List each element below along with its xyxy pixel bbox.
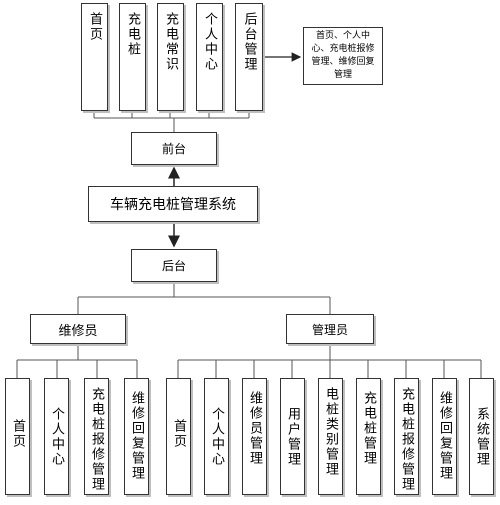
frontend-module-charging-tips: 充电常识: [157, 3, 184, 111]
repair-role-node: 维修员: [30, 314, 126, 344]
admin-module-pile-category-mgmt: 电桩类别管理: [318, 378, 343, 495]
module-label: 首页: [10, 419, 25, 449]
frontend-note: 首页、个人中心、充电桩报修管理、维修回复管理: [303, 27, 383, 85]
module-label: 充电桩管理: [361, 391, 376, 466]
module-label: 后台管理: [241, 12, 257, 72]
module-label: 维修回复管理: [129, 391, 144, 481]
frontend-node: 前台: [131, 132, 217, 165]
admin-module-pile-repair-mgmt: 充电桩报修管理: [394, 378, 419, 495]
module-label: 个人中心: [202, 12, 217, 72]
repair-module-pile-repair: 充电桩报修管理: [84, 378, 109, 495]
module-label: 电桩类别管理: [323, 387, 338, 477]
module-label: 充电桩: [125, 12, 140, 57]
repair-module-home: 首页: [5, 378, 30, 495]
repair-module-profile: 个人中心: [44, 378, 69, 495]
module-label: 首页: [171, 419, 186, 449]
admin-module-user-mgmt: 用户管理: [280, 378, 305, 495]
admin-role-node: 管理员: [286, 314, 374, 344]
frontend-module-admin: 后台管理: [235, 3, 263, 111]
repair-module-repair-reply: 维修回复管理: [124, 378, 149, 495]
module-label: 充电桩报修管理: [399, 387, 414, 492]
module-label: 个人中心: [209, 407, 224, 467]
module-label: 维修员管理: [247, 391, 262, 466]
frontend-module-profile: 个人中心: [196, 3, 223, 111]
module-label: 充电桩报修管理: [89, 387, 104, 492]
frontend-module-charging-pile: 充电桩: [119, 3, 146, 111]
frontend-connectors: [93, 111, 250, 132]
admin-module-profile: 个人中心: [204, 378, 229, 495]
module-label: 首页: [87, 12, 102, 42]
admin-module-pile-mgmt: 充电桩管理: [356, 378, 381, 495]
system-title: 车辆充电桩管理系统: [88, 186, 258, 222]
module-label: 系统管理: [474, 407, 489, 467]
module-label: 个人中心: [49, 407, 64, 467]
backend-node: 后台: [131, 249, 217, 282]
module-label: 维修回复管理: [437, 391, 452, 481]
admin-module-repair-reply-mgmt: 维修回复管理: [432, 378, 457, 495]
admin-module-repairman-mgmt: 维修员管理: [242, 378, 267, 495]
backend-connectors: [77, 282, 331, 314]
admin-module-home: 首页: [166, 378, 191, 495]
frontend-module-home: 首页: [81, 3, 108, 111]
admin-connectors: [177, 344, 482, 378]
admin-module-system-mgmt: 系统管理: [469, 378, 494, 495]
repair-connectors: [16, 344, 138, 378]
module-label: 用户管理: [285, 407, 300, 467]
module-label: 充电常识: [163, 12, 178, 72]
